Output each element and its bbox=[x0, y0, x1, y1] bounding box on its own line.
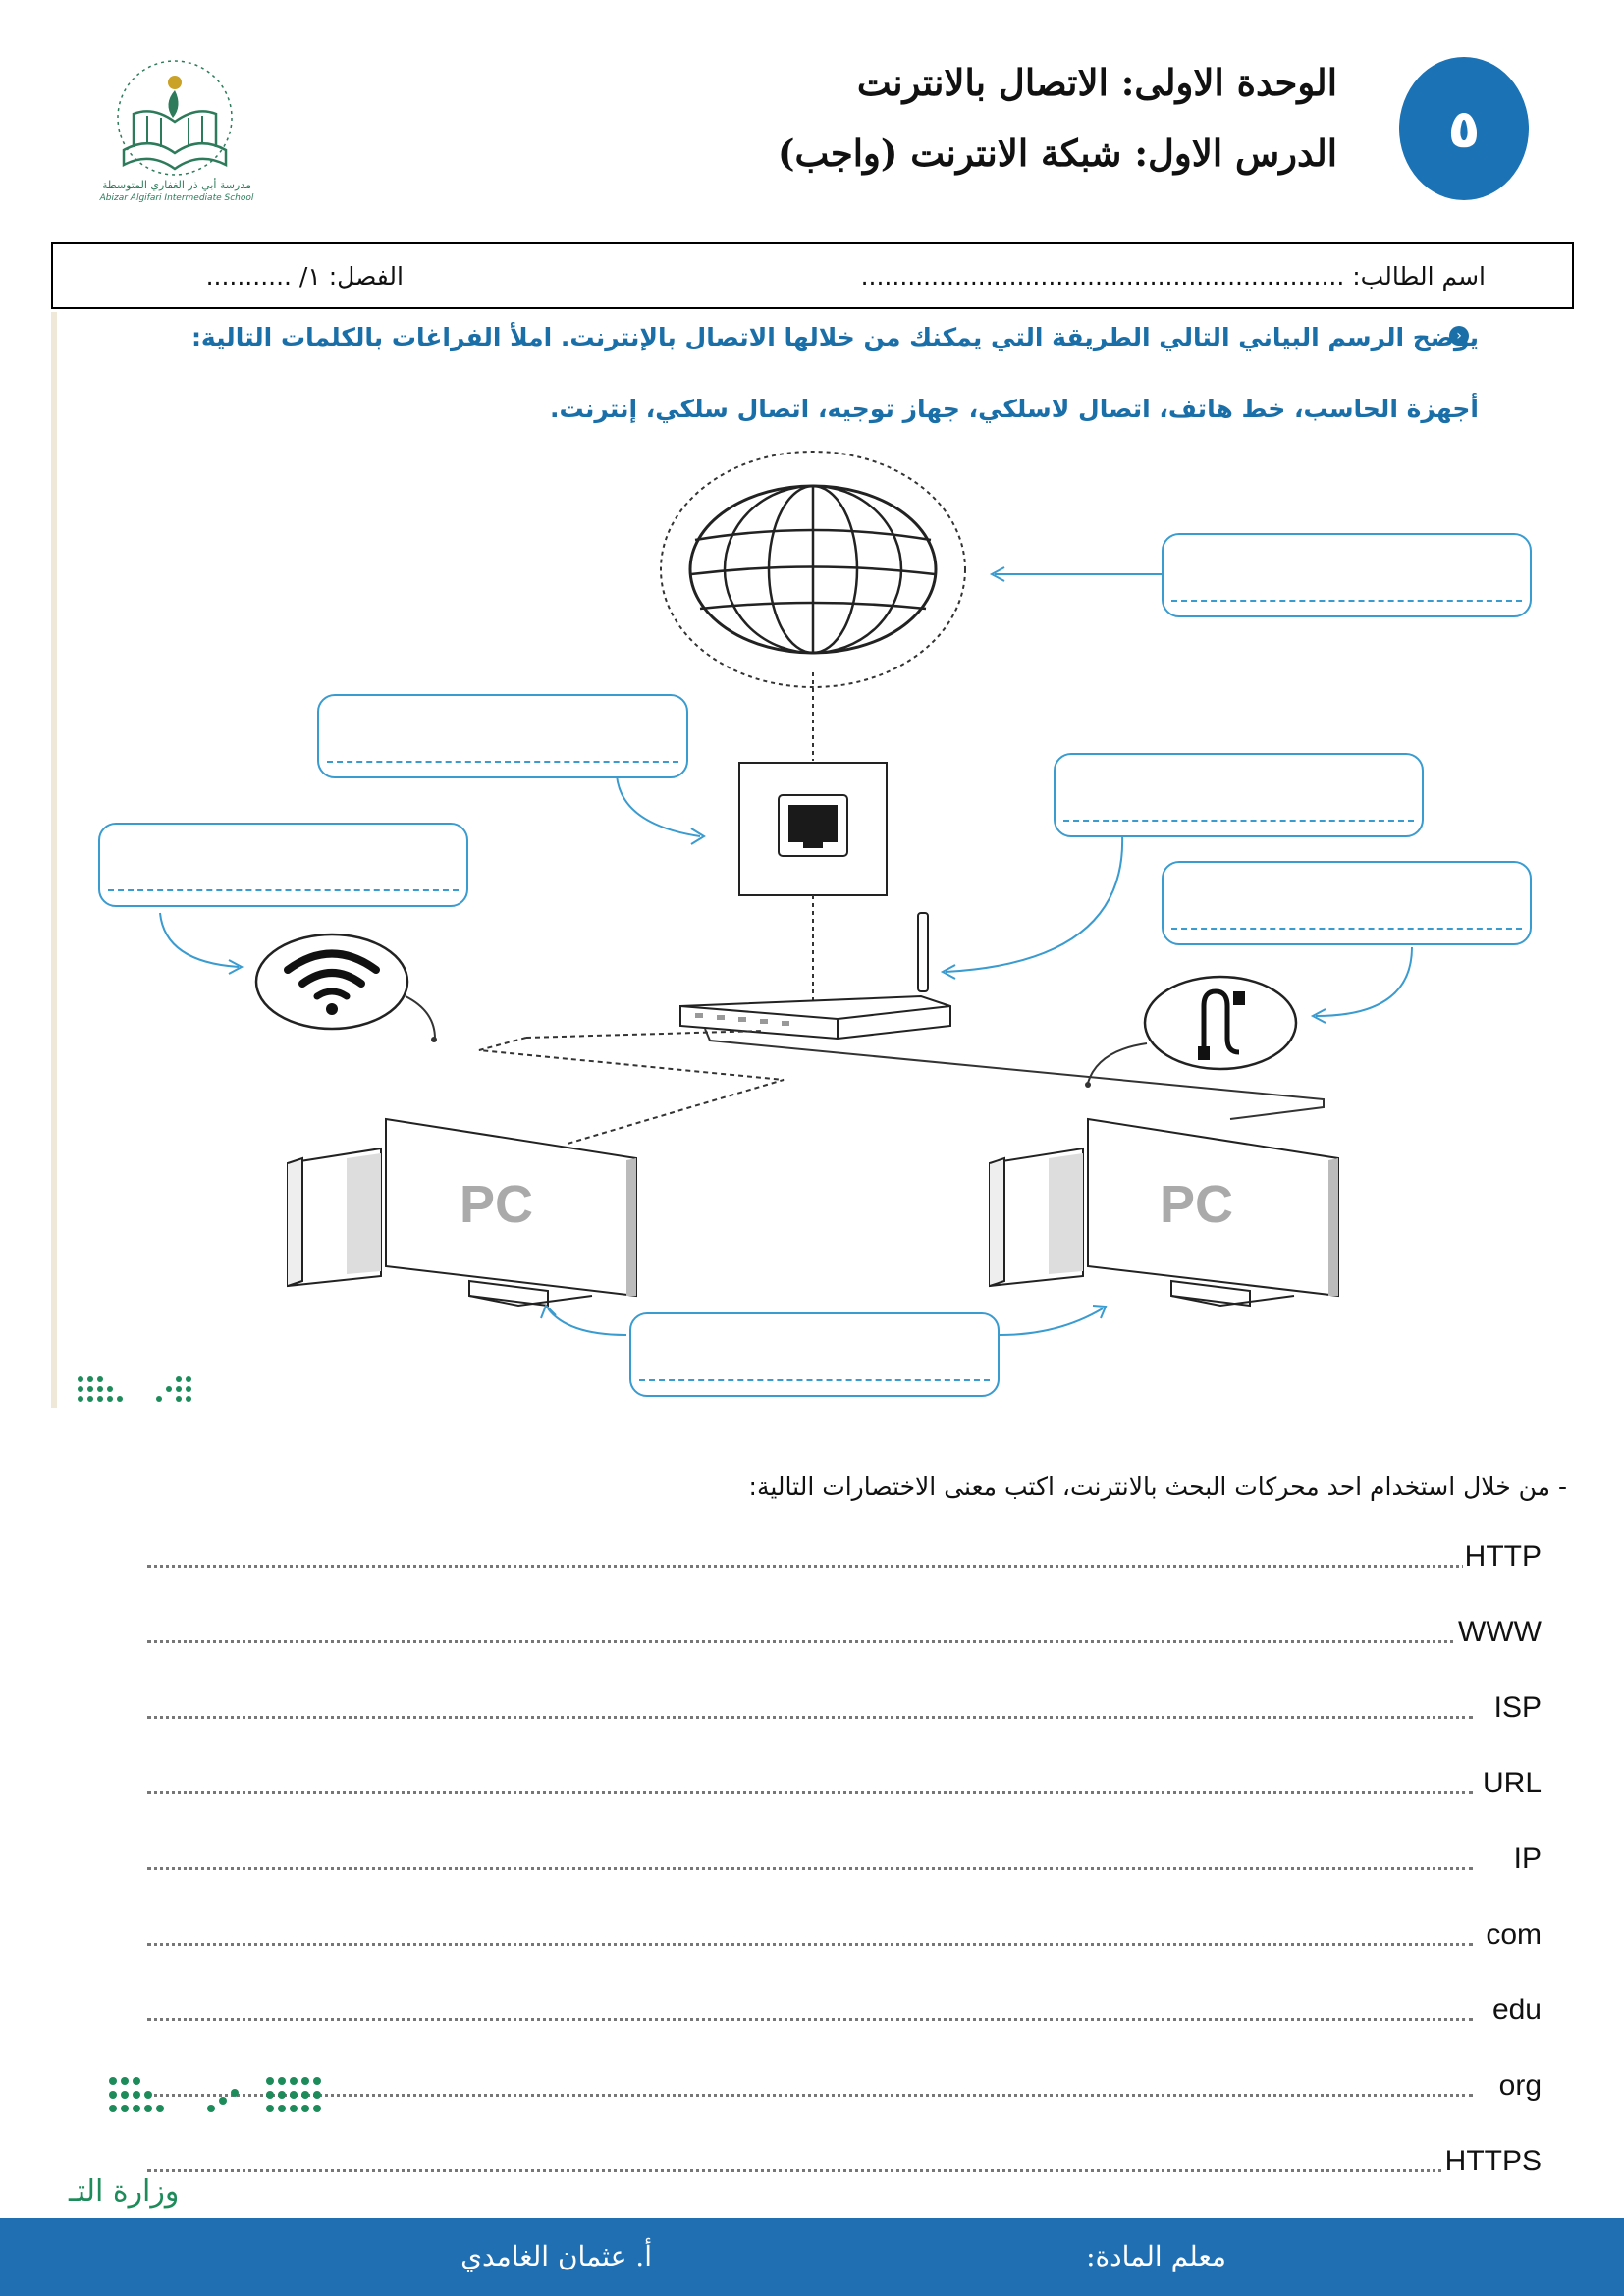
footer-bar: معلم المادة: أ. عثمان الغامدي bbox=[0, 2218, 1624, 2296]
lesson-number-badge: ٥ bbox=[1399, 57, 1529, 200]
pc-label-left: PC bbox=[460, 1175, 533, 1234]
abbreviation-row[interactable]: com bbox=[147, 1912, 1542, 1955]
vision-logo-icon bbox=[78, 1376, 191, 1402]
abbreviation-row[interactable]: ISP bbox=[147, 1685, 1542, 1729]
teacher-name: أ. عثمان الغامدي bbox=[460, 2240, 652, 2272]
abbreviation-row[interactable]: edu bbox=[147, 1988, 1542, 2031]
router-icon bbox=[679, 912, 951, 1041]
abbreviation-row[interactable]: org bbox=[147, 2063, 1542, 2107]
cable-icon bbox=[1143, 975, 1298, 1071]
abbreviation-row[interactable]: IP bbox=[147, 1837, 1542, 1880]
question1-instruction: يوضح الرسم البياني التالي الطريقة التي ي… bbox=[190, 323, 1479, 351]
answer-box-internet[interactable] bbox=[1162, 533, 1532, 617]
teacher-label: معلم المادة: bbox=[1086, 2240, 1226, 2272]
bullet-icon: › bbox=[1449, 326, 1469, 346]
answer-box-wired[interactable] bbox=[1162, 861, 1532, 945]
pc-icon bbox=[989, 1117, 1339, 1308]
school-name-english: Abizar Algifari Intermediate School bbox=[99, 193, 254, 203]
ministry-name: وزارة التـ bbox=[69, 2174, 180, 2209]
abbreviation-row[interactable]: HTTPS bbox=[147, 2139, 1542, 2182]
abbreviation-row[interactable]: HTTP bbox=[147, 1534, 1542, 1577]
side-stripe bbox=[51, 312, 57, 1408]
student-info-box: اسم الطالب: ............................… bbox=[51, 242, 1574, 309]
answer-box-phone-line[interactable] bbox=[317, 694, 688, 778]
question2-instruction: - من خلال استخدام احد محركات البحث بالان… bbox=[748, 1472, 1567, 1501]
school-logo bbox=[117, 60, 233, 176]
answer-box-wireless[interactable] bbox=[98, 823, 468, 907]
answer-box-computers[interactable] bbox=[629, 1312, 1000, 1397]
ministry-logo-icon bbox=[109, 2077, 321, 2112]
class-field[interactable]: الفصل: ١/ ........... bbox=[205, 262, 404, 291]
abbreviation-row[interactable]: URL bbox=[147, 1761, 1542, 1804]
globe-icon bbox=[660, 451, 966, 688]
wifi-icon bbox=[254, 933, 409, 1031]
abbreviation-row[interactable]: WWW bbox=[147, 1610, 1542, 1653]
student-name-field[interactable]: اسم الطالب: ............................… bbox=[860, 262, 1486, 291]
unit-title: الوحدة الاولى: الاتصال بالانترنت bbox=[856, 61, 1337, 104]
phone-socket-icon bbox=[738, 762, 888, 896]
pc-label-right: PC bbox=[1160, 1175, 1233, 1234]
network-diagram: PC PC bbox=[57, 432, 1589, 1414]
answer-box-router[interactable] bbox=[1054, 753, 1424, 837]
diagram-graphics: PC PC bbox=[78, 451, 1413, 1402]
school-name-arabic: مدرسة أبي ذر الغفاري المتوسطة bbox=[101, 179, 252, 191]
lesson-title: الدرس الاول: شبكة الانترنت (واجب) bbox=[777, 132, 1337, 175]
pc-icon bbox=[287, 1117, 637, 1308]
question1-word-bank: أجهزة الحاسب، خط هاتف، اتصال لاسلكي، جها… bbox=[549, 395, 1479, 423]
